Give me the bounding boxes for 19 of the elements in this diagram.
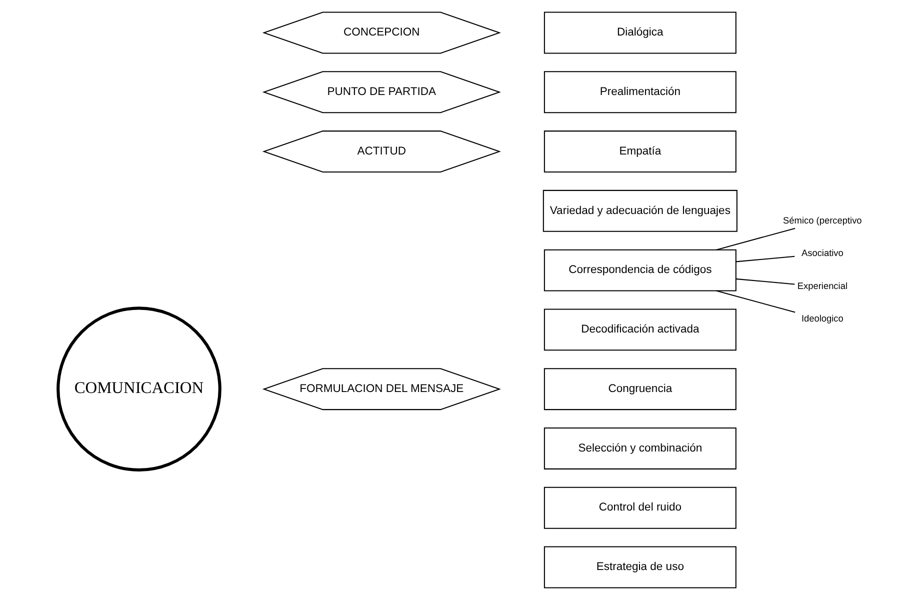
node-text: Sémico (perceptivo: [782, 215, 862, 226]
connector: [716, 290, 795, 313]
node-text: Asociativo: [800, 248, 843, 258]
node-box: Congruencia: [543, 368, 736, 410]
node-box: Estrategia de uso: [543, 546, 736, 588]
node-box: Decodificación activada: [543, 308, 736, 351]
connector: [736, 278, 794, 285]
node-box: Empatía: [543, 130, 736, 173]
node-box: Correspondencia de códigos: [543, 249, 736, 292]
node-box: Dialógica: [543, 12, 736, 54]
node-box: Variedad y adecuación de lenguajes: [542, 190, 737, 232]
node-text: Ideologico: [800, 314, 843, 324]
node-text: Experiencial: [796, 280, 848, 291]
node-box: Selección y combinación: [543, 427, 736, 470]
node-box: Control del ruido: [543, 486, 736, 529]
node-box: Prealimentación: [543, 71, 736, 114]
connector: [716, 228, 795, 250]
connector: [736, 256, 794, 262]
node-circle: COMUNICACION: [56, 306, 221, 472]
